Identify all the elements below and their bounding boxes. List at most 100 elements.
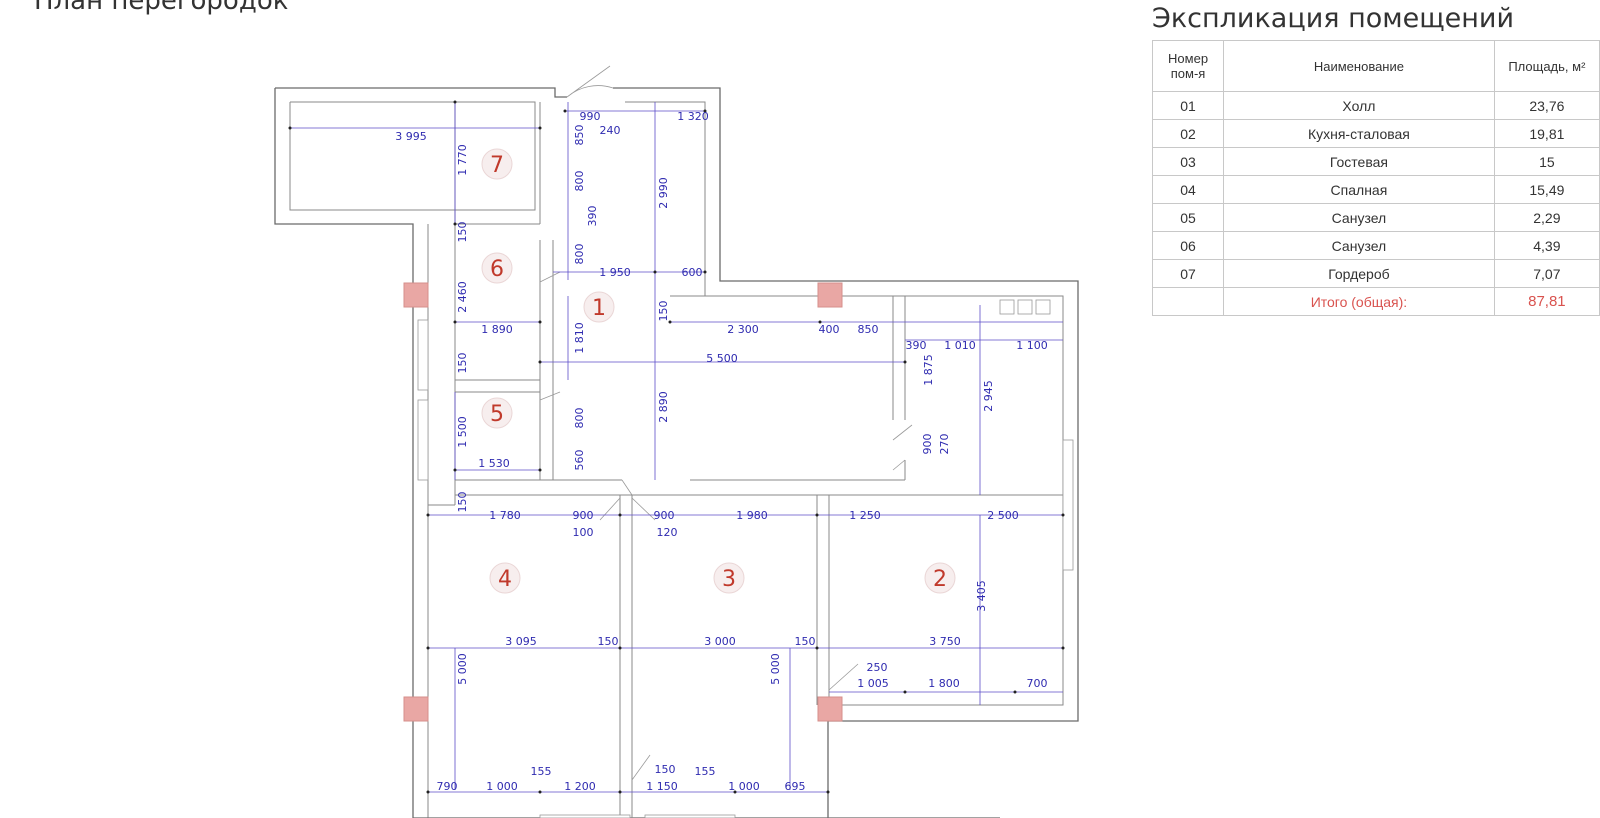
dim-label: 155 — [695, 765, 716, 778]
cell-area: 15 — [1493, 147, 1600, 176]
column — [817, 282, 843, 308]
room-number-3: 3 — [722, 567, 736, 592]
dim-label: 5 500 — [706, 352, 738, 365]
table-total-row: Итого (общая): 87,81 — [1151, 287, 1600, 316]
total-area: 87,81 — [1493, 287, 1600, 316]
dim-label: 150 — [456, 222, 469, 243]
dim-label: 1 010 — [944, 339, 976, 352]
dim-label: 790 — [437, 780, 458, 793]
dim-label: 1 000 — [486, 780, 518, 793]
dim-label: 150 — [657, 301, 670, 322]
room-number-4: 4 — [498, 567, 512, 592]
cell-name: Гостевая — [1223, 147, 1495, 176]
cell-name: Гордероб — [1223, 259, 1495, 288]
dim-label: 1 980 — [736, 509, 768, 522]
dim-label: 150 — [456, 353, 469, 374]
cell-area: 7,07 — [1493, 259, 1600, 288]
dim-label: 1 100 — [1016, 339, 1048, 352]
dim-label: 1 770 — [456, 144, 469, 176]
cell-name: Спалная — [1223, 175, 1495, 204]
dim-label: 2 890 — [657, 391, 670, 423]
room-number-6: 6 — [490, 257, 504, 282]
table-row: 01 Холл 23,76 — [1151, 91, 1600, 120]
dim-label: 800 — [573, 171, 586, 192]
dim-label: 1 500 — [456, 416, 469, 448]
cell-area: 23,76 — [1493, 91, 1600, 120]
cell-name: Санузел — [1223, 203, 1495, 232]
dim-label: 1 875 — [922, 354, 935, 386]
column — [403, 282, 429, 308]
cell-name: Холл — [1223, 91, 1495, 120]
cell-number: 05 — [1151, 203, 1225, 232]
dim-label: 3 750 — [929, 635, 961, 648]
table-row: 02 Кухня-сталовая 19,81 — [1151, 119, 1600, 148]
dim-label: 5 000 — [456, 653, 469, 685]
dim-label: 990 — [580, 110, 601, 123]
dim-label: 250 — [867, 661, 888, 674]
dim-label: 900 — [654, 509, 675, 522]
room-number-7: 7 — [490, 153, 504, 178]
room-number-1: 1 — [592, 296, 606, 321]
header-area: Площадь, м² — [1493, 40, 1600, 92]
dim-label: 150 — [795, 635, 816, 648]
columns — [403, 282, 843, 722]
dim-label: 3 995 — [395, 130, 427, 143]
explication-title: Экспликация помещений — [1152, 3, 1515, 34]
dim-label: 800 — [573, 408, 586, 429]
dimension-dots — [288, 100, 1065, 794]
cell-name: Кухня-сталовая — [1223, 119, 1495, 148]
dim-label: 1 810 — [573, 322, 586, 354]
doors — [539, 65, 913, 781]
dim-label: 695 — [785, 780, 806, 793]
cell-area: 4,39 — [1493, 231, 1600, 260]
dim-label: 155 — [531, 765, 552, 778]
dim-label: 700 — [1027, 677, 1048, 690]
dim-label: 850 — [858, 323, 879, 336]
total-label: Итого (общая): — [1223, 287, 1495, 316]
dim-label: 150 — [456, 492, 469, 513]
cell-empty — [1151, 287, 1225, 316]
partitions — [428, 102, 1063, 818]
dimension-lines — [290, 102, 1063, 793]
dim-label: 3 000 — [704, 635, 736, 648]
cell-name: Санузел — [1223, 231, 1495, 260]
cell-area: 2,29 — [1493, 203, 1600, 232]
dim-label: 600 — [682, 266, 703, 279]
dim-label: 150 — [655, 763, 676, 776]
dim-label: 2 300 — [727, 323, 759, 336]
dim-label: 1 000 — [728, 780, 760, 793]
table-row: 07 Гордероб 7,07 — [1151, 259, 1600, 288]
dim-label: 800 — [573, 244, 586, 265]
cell-area: 19,81 — [1493, 119, 1600, 148]
dim-label: 900 — [921, 434, 934, 455]
dim-label: 1 150 — [646, 780, 678, 793]
dim-label: 1 005 — [857, 677, 889, 690]
dim-label: 560 — [573, 450, 586, 471]
cell-number: 04 — [1151, 175, 1225, 204]
dim-label: 900 — [573, 509, 594, 522]
plan-title: План перегородок — [34, 0, 289, 16]
header-name: Наименование — [1223, 40, 1495, 92]
dim-label: 3 405 — [975, 580, 988, 612]
table-row: 03 Гостевая 15 — [1151, 147, 1600, 176]
dim-label: 1 890 — [481, 323, 513, 336]
room-number-5: 5 — [490, 402, 504, 427]
cell-number: 06 — [1151, 231, 1225, 260]
table-row: 06 Санузел 4,39 — [1151, 231, 1600, 260]
dim-label: 1 780 — [489, 509, 521, 522]
dimension-labels: 3 995 990 240 1 320 1 770 850 800 390 2 … — [395, 110, 1048, 793]
dim-label: 2 945 — [982, 380, 995, 412]
dim-label: 120 — [657, 526, 678, 539]
dim-label: 100 — [573, 526, 594, 539]
dim-label: 390 — [586, 206, 599, 227]
dim-label: 5 000 — [769, 653, 782, 685]
explication-table: Номер пом-я Наименование Площадь, м² 01 … — [1151, 40, 1600, 316]
dim-label: 270 — [938, 434, 951, 455]
windows — [417, 299, 1074, 818]
dim-label: 2 990 — [657, 177, 670, 209]
dim-label: 850 — [573, 125, 586, 146]
cell-area: 15,49 — [1493, 175, 1600, 204]
dim-label: 1 800 — [928, 677, 960, 690]
dim-label: 1 950 — [599, 266, 631, 279]
dim-label: 390 — [906, 339, 927, 352]
